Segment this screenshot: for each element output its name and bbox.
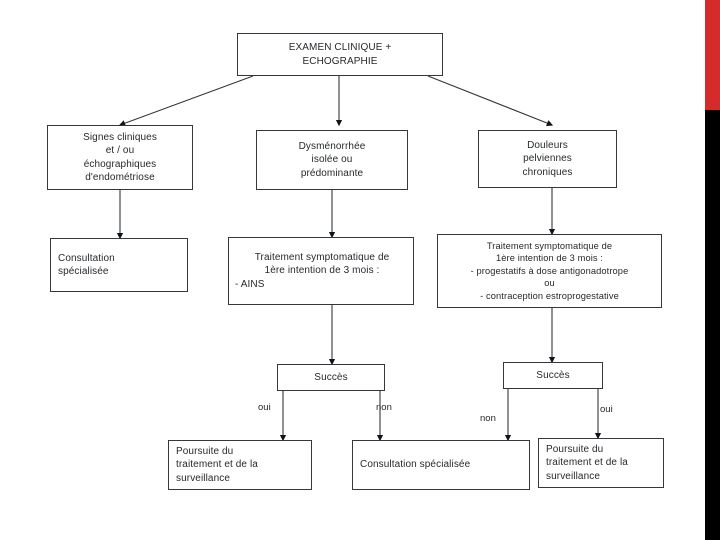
node-root: EXAMEN CLINIQUE + ECHOGRAPHIE	[237, 33, 443, 76]
node-branch-right: Douleurs pelviennes chroniques	[478, 130, 617, 188]
node-outcome-left: Poursuite du traitement et de la surveil…	[168, 440, 312, 490]
node-outcome-left-line-1: Poursuite du	[176, 446, 234, 458]
node-treatment-right-head-1: Traitement symptomatique de	[486, 241, 613, 252]
node-treatment-mid-item-1: - AINS	[235, 278, 265, 290]
node-consult-left-line-2: spécialisée	[58, 266, 109, 277]
node-treatment-mid-head-1: Traitement symptomatique de	[254, 252, 390, 264]
accent-bar-black	[705, 110, 720, 540]
node-treatment-right-item-3: - contraception estroprogestative	[480, 290, 619, 301]
node-treatment-right: Traitement symptomatique de 1ère intenti…	[437, 234, 662, 308]
node-branch-left: Signes cliniques et / ou échographiques …	[47, 125, 193, 190]
node-outcome-left-line-3: surveillance	[176, 472, 231, 484]
node-consult-left: Consultation spécialisée	[50, 238, 188, 292]
node-treatment-right-item-1: - progestatifs à dose antigonadotrope	[470, 265, 629, 276]
node-treatment-right-head-2: 1ère intention de 3 mois :	[496, 253, 603, 264]
node-branch-left-line-1: Signes cliniques	[83, 131, 157, 143]
node-outcome-mid-line-1: Consultation spécialisée	[360, 459, 471, 471]
edge-label-right-oui: oui	[600, 404, 613, 415]
node-success-mid-label: Succès	[314, 371, 348, 383]
node-outcome-right: Poursuite du traitement et de la surveil…	[538, 438, 664, 488]
node-success-mid: Succès	[277, 364, 385, 391]
node-treatment-right-item-2: ou	[544, 278, 555, 289]
node-root-line-2: ECHOGRAPHIE	[302, 55, 378, 67]
node-outcome-mid: Consultation spécialisée	[352, 440, 530, 490]
node-branch-left-line-3: échographiques	[83, 158, 157, 170]
node-treatment-mid: Traitement symptomatique de 1ère intenti…	[228, 237, 414, 305]
node-outcome-right-line-2: traitement et de la	[546, 457, 628, 469]
node-branch-mid: Dysménorrhée isolée ou prédominante	[256, 130, 408, 190]
node-outcome-left-line-2: traitement et de la	[176, 459, 258, 471]
node-success-right-label: Succès	[536, 369, 570, 381]
edge-label-mid-oui: oui	[258, 402, 271, 413]
node-branch-right-line-2: pelviennes	[523, 153, 572, 165]
node-outcome-right-line-1: Poursuite du	[546, 444, 604, 456]
node-branch-mid-line-2: isolée ou	[311, 154, 353, 166]
node-treatment-mid-head-2: 1ère intention de 3 mois :	[264, 265, 380, 277]
node-branch-right-line-1: Douleurs	[527, 140, 568, 152]
node-branch-mid-line-3: prédominante	[300, 167, 364, 179]
node-branch-right-line-3: chroniques	[522, 166, 573, 178]
node-consult-left-line-1: Consultation	[58, 252, 115, 264]
node-branch-left-line-4: d'endométriose	[85, 171, 155, 183]
node-branch-mid-line-1: Dysménorrhée	[298, 141, 366, 153]
edge-label-right-non: non	[480, 413, 496, 424]
node-outcome-right-line-3: surveillance	[546, 470, 601, 482]
node-root-line-1: EXAMEN CLINIQUE +	[288, 42, 392, 54]
node-branch-left-line-2: et / ou	[105, 145, 135, 157]
edge-label-mid-non: non	[376, 402, 392, 413]
node-success-right: Succès	[503, 362, 603, 389]
accent-bar-red	[705, 0, 720, 110]
